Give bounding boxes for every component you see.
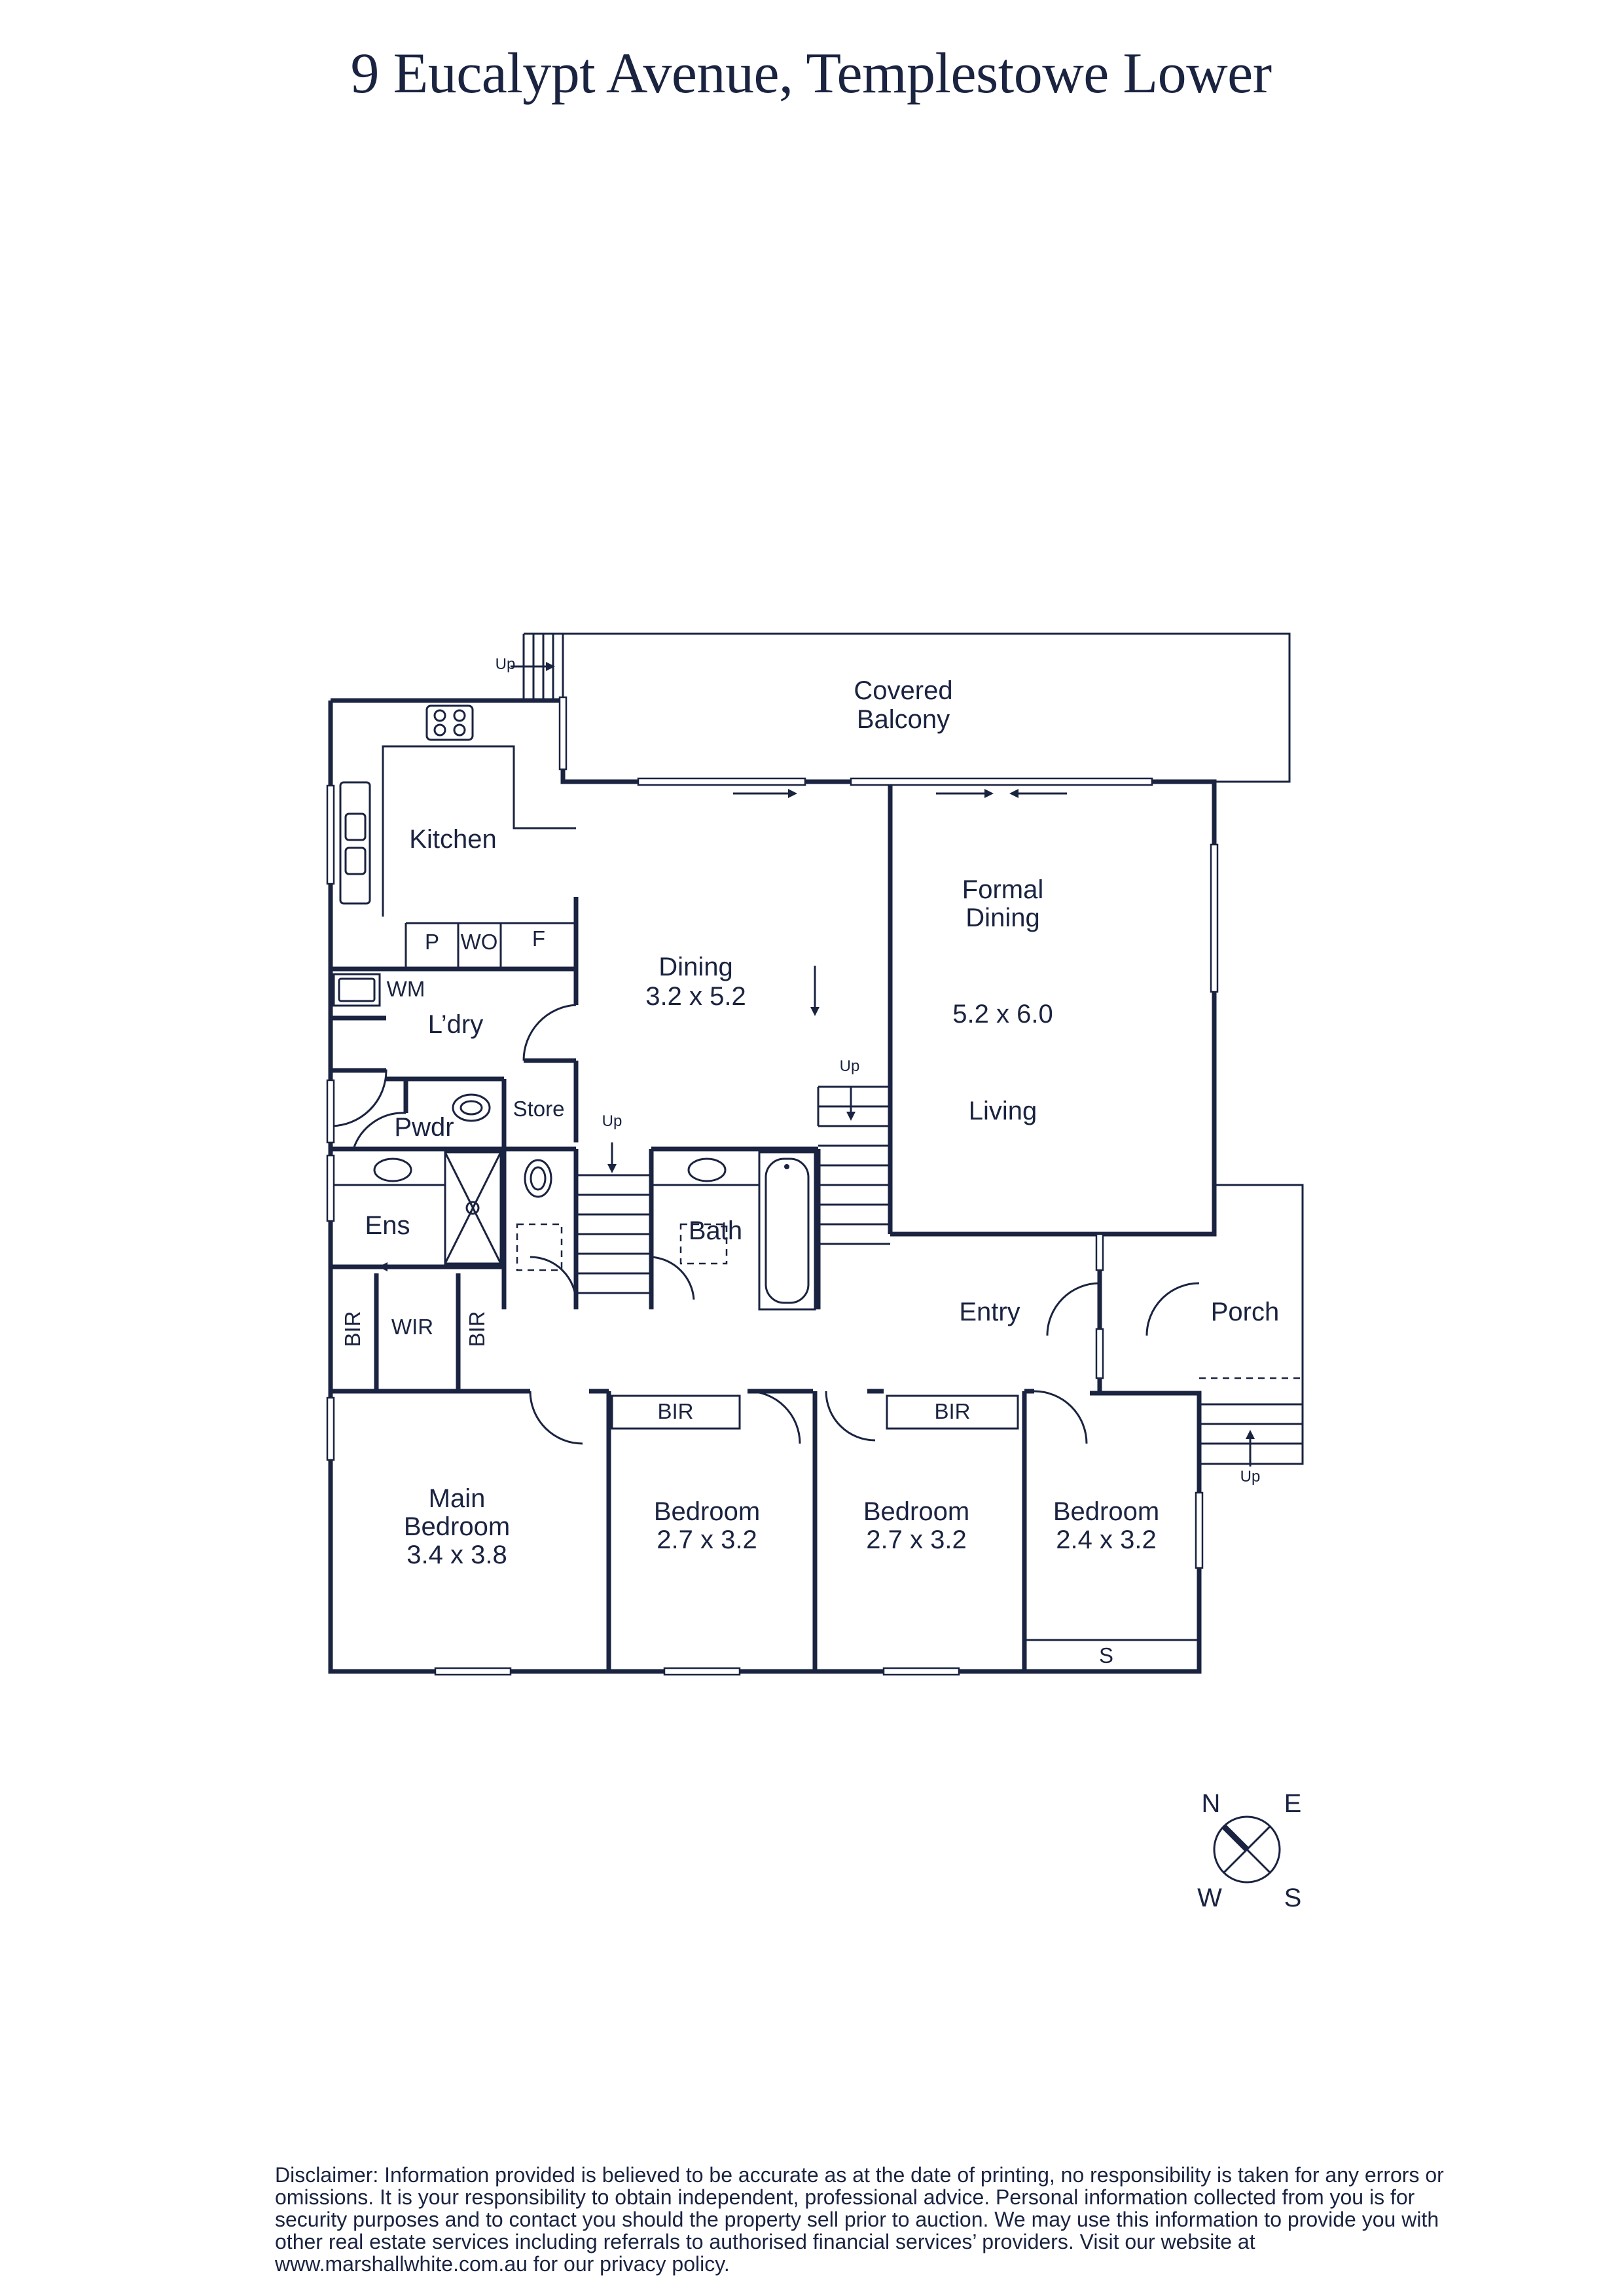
bedroom-3-size-label: 2.7 x 3.2 bbox=[866, 1525, 966, 1554]
laundry-label: L’dry bbox=[428, 1010, 484, 1039]
fridge-label: F bbox=[532, 926, 545, 951]
compass-east: E bbox=[1284, 1789, 1302, 1818]
bedroom-2-size-label: 2.7 x 3.2 bbox=[657, 1525, 757, 1554]
storage-label: S bbox=[1099, 1643, 1113, 1667]
bedroom-2-label: Bedroom bbox=[654, 1497, 760, 1526]
page-title: 9 Eucalypt Avenue, Templestowe Lower bbox=[350, 42, 1272, 105]
bedroom-4-size-label: 2.4 x 3.2 bbox=[1056, 1525, 1156, 1554]
compass-south: S bbox=[1284, 1884, 1302, 1912]
kitchen-label: Kitchen bbox=[409, 825, 496, 854]
ensuite-label: Ens bbox=[365, 1211, 410, 1240]
door-swings bbox=[330, 1004, 1200, 1445]
up-label-porch: Up bbox=[1240, 1468, 1261, 1485]
main-bedroom-label-2: Bedroom bbox=[404, 1512, 510, 1541]
bedroom-4-label: Bedroom bbox=[1053, 1497, 1159, 1526]
bir-label-bedroom-2: BIR bbox=[657, 1399, 693, 1423]
washing-machine-icon bbox=[333, 973, 381, 1007]
interior-walls bbox=[331, 897, 1102, 1671]
compass-west: W bbox=[1197, 1884, 1222, 1912]
pantry-label: P bbox=[425, 930, 439, 954]
sink-icon bbox=[339, 781, 371, 905]
porch-label: Porch bbox=[1211, 1298, 1280, 1326]
windows bbox=[326, 696, 1219, 1676]
disclaimer-text: Disclaimer: Information provided is beli… bbox=[275, 2163, 1444, 2276]
bath-label: Bath bbox=[689, 1216, 742, 1245]
powder-toilet-icon bbox=[452, 1093, 491, 1122]
bir-label-main-right: BIR bbox=[465, 1311, 489, 1347]
bir-label-bedroom-3: BIR bbox=[934, 1399, 970, 1423]
ensuite-shower-icon bbox=[444, 1151, 502, 1265]
main-bedroom-label-1: Main bbox=[429, 1484, 486, 1513]
main-bedroom-size-label: 3.4 x 3.8 bbox=[406, 1540, 507, 1569]
store-label: Store bbox=[513, 1097, 565, 1121]
cooktop-icon bbox=[425, 704, 474, 741]
wir-arrow bbox=[378, 1262, 412, 1271]
kitchen-bench bbox=[382, 745, 576, 969]
bedroom-3-label: Bedroom bbox=[863, 1497, 969, 1526]
compass-north: N bbox=[1202, 1789, 1221, 1818]
balcony-stair-arrow bbox=[511, 662, 555, 671]
washing-machine-label: WM bbox=[387, 977, 425, 1001]
covered-balcony-label-2: Balcony bbox=[857, 705, 950, 734]
wall-oven-label: WO bbox=[461, 930, 498, 954]
covered-balcony-label-1: Covered bbox=[854, 676, 952, 705]
up-label-balcony: Up bbox=[496, 655, 516, 673]
dining-label: Dining bbox=[658, 953, 732, 981]
sliding-door-arrows bbox=[733, 789, 1067, 1016]
living-stairs bbox=[817, 1085, 890, 1245]
wir-label: WIR bbox=[391, 1315, 433, 1339]
dining-size-label: 3.2 x 5.2 bbox=[645, 982, 746, 1011]
wc-toilet-icon bbox=[516, 1159, 563, 1271]
ensuite-basin-icon bbox=[331, 1157, 445, 1186]
compass-icon bbox=[1213, 1815, 1281, 1884]
formal-dining-label-2: Dining bbox=[965, 903, 1039, 932]
up-label-living: Up bbox=[840, 1057, 860, 1075]
bir-label-main-left: BIR bbox=[340, 1311, 365, 1347]
formal-dining-label-1: Formal bbox=[962, 875, 1043, 904]
porch-stair-arrow bbox=[1246, 1430, 1255, 1467]
bath-basin-icon bbox=[651, 1157, 759, 1265]
wardrobes bbox=[611, 1394, 1199, 1641]
centre-stairs bbox=[576, 1142, 651, 1294]
living-label: Living bbox=[969, 1097, 1037, 1125]
entry-label: Entry bbox=[959, 1298, 1020, 1326]
up-label-centre: Up bbox=[602, 1112, 622, 1130]
bathtub-icon bbox=[758, 1151, 816, 1311]
powder-label: Pwdr bbox=[394, 1113, 454, 1142]
formal-dining-size-label: 5.2 x 6.0 bbox=[952, 1000, 1053, 1029]
